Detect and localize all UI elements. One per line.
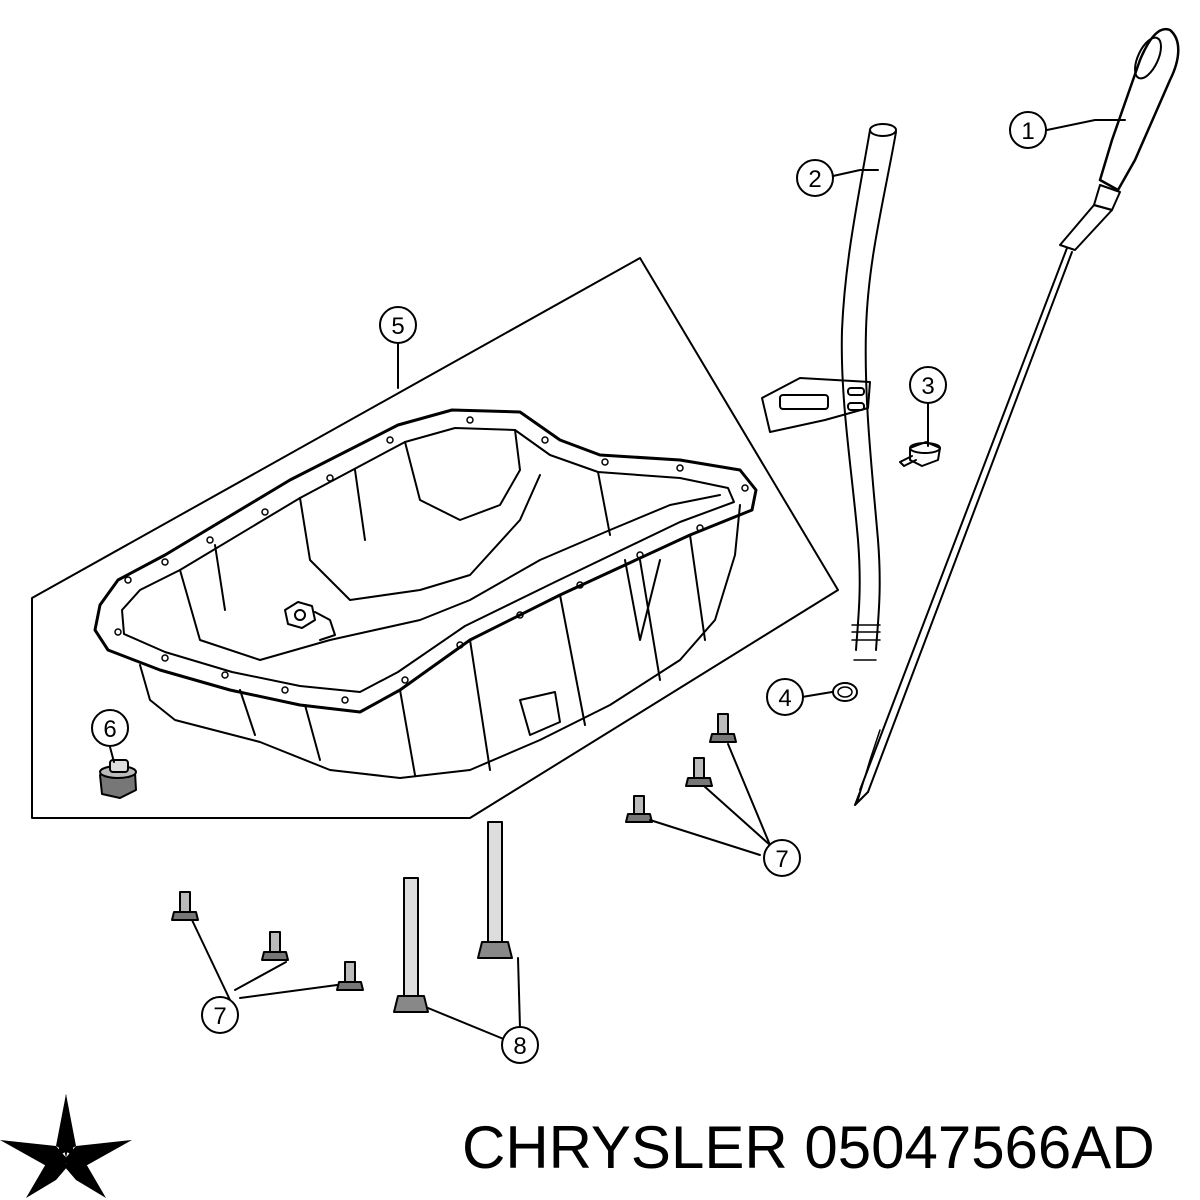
callout-2: 2 bbox=[796, 159, 834, 197]
callout-6: 6 bbox=[91, 709, 129, 747]
pan-bolt bbox=[336, 961, 364, 991]
o-ring bbox=[832, 682, 858, 702]
pan-bolt bbox=[685, 757, 713, 787]
callout-1: 1 bbox=[1009, 111, 1047, 149]
callout-7a-label: 7 bbox=[775, 846, 788, 873]
callout-layer: 1 2 3 4 5 6 7 7 8 bbox=[91, 111, 1047, 1064]
brand-name: CHRYSLER bbox=[462, 1114, 788, 1181]
oil-pan-assembly-outline bbox=[31, 257, 839, 819]
callout-4: 4 bbox=[766, 678, 804, 716]
callout-7a: 7 bbox=[763, 839, 801, 877]
oil-pan bbox=[93, 408, 758, 779]
drain-plug bbox=[99, 759, 137, 799]
pan-bolt bbox=[261, 931, 289, 961]
callout-5: 5 bbox=[379, 306, 417, 344]
callout-1-label: 1 bbox=[1021, 118, 1034, 145]
callout-7b-label: 7 bbox=[213, 1003, 226, 1030]
long-bolt bbox=[393, 877, 429, 1013]
pentastar-logo-icon bbox=[0, 1094, 132, 1198]
long-bolt bbox=[477, 821, 513, 959]
dipstick-tube bbox=[761, 123, 897, 661]
callout-4-label: 4 bbox=[778, 685, 791, 712]
callout-8: 8 bbox=[501, 1026, 539, 1064]
part-number: 05047566AD bbox=[804, 1114, 1155, 1181]
pan-bolt bbox=[171, 891, 199, 921]
callout-6-label: 6 bbox=[103, 716, 116, 743]
callout-3: 3 bbox=[909, 366, 947, 404]
callout-5-label: 5 bbox=[391, 313, 404, 340]
dipstick bbox=[854, 27, 1180, 806]
callout-7b: 7 bbox=[201, 996, 239, 1034]
callout-3-label: 3 bbox=[921, 373, 934, 400]
pan-bolt bbox=[625, 795, 653, 823]
footer-title: CHRYSLER 05047566AD bbox=[462, 1108, 1192, 1188]
bracket-bolt bbox=[899, 441, 941, 467]
callout-2-label: 2 bbox=[808, 166, 821, 193]
pan-bolt bbox=[709, 713, 737, 743]
leader-lines bbox=[109, 119, 1126, 1041]
callout-8-label: 8 bbox=[513, 1033, 526, 1060]
